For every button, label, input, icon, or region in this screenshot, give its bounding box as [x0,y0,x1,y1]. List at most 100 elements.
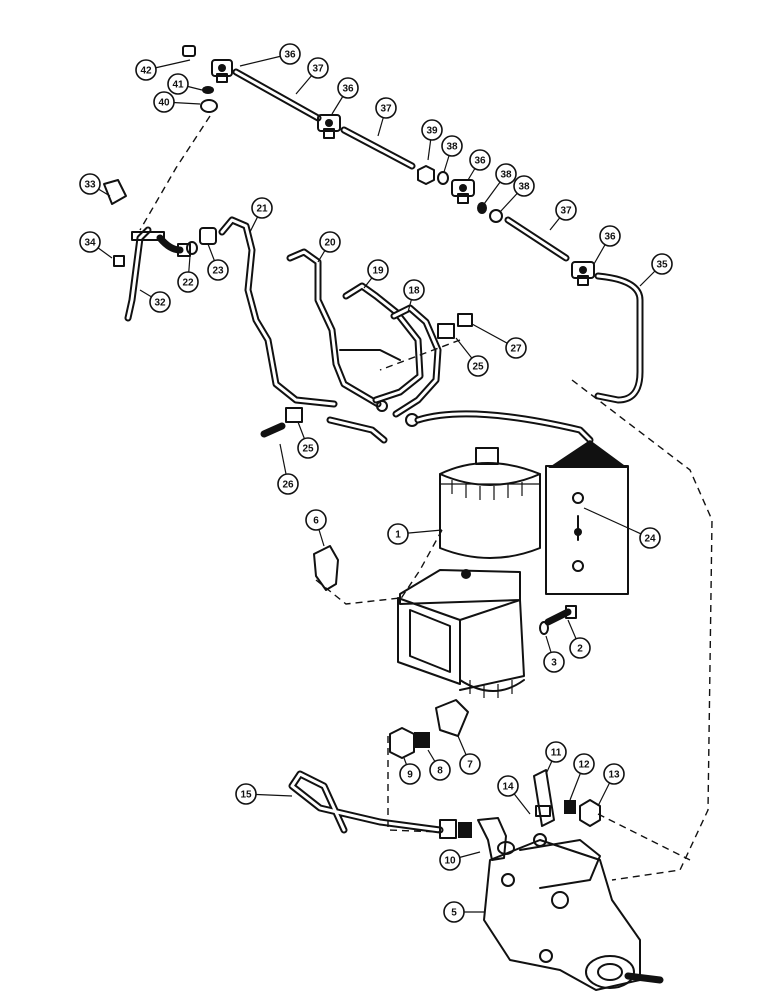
callout-number-18: 18 [408,286,420,297]
callout-circle [603,763,625,785]
callout-number-6: 6 [313,516,319,527]
clamp-27 [457,313,473,327]
callout-number-19: 19 [372,266,384,277]
callout-circle [279,43,301,65]
callout-number-1: 1 [395,530,401,541]
callout-number-36: 36 [604,232,616,243]
callout-circle [573,753,595,775]
callout-circle [297,437,319,459]
callout-number-7: 7 [467,760,473,771]
callout-circle [207,259,229,281]
nut-39 [417,165,435,185]
callout-number-25: 25 [472,362,484,373]
callout-circle [443,901,465,923]
washer-3 [539,621,549,635]
callout-circle [167,73,189,95]
return-tube-35 [594,272,644,404]
washer-22 [186,241,198,255]
callout-circle [639,527,661,549]
callout-circle [459,753,481,775]
clamp-25a [437,323,455,339]
callout-circle [277,473,299,495]
callout-number-35: 35 [656,260,668,271]
callout-number-20: 20 [324,238,336,249]
callout-circle [545,741,567,763]
callout-circle [307,57,329,79]
tee-11 [533,769,555,827]
inset-detail-box [545,440,629,595]
return-line-assembly [182,45,644,404]
callout-number-21: 21 [256,204,268,215]
callout-number-24: 24 [644,534,656,545]
callout-number-14: 14 [502,782,514,793]
callout-number-22: 22 [182,278,194,289]
callout-circle [235,783,257,805]
callout-number-38: 38 [500,170,512,181]
dashed-line-4 [571,379,713,881]
callout-number-33: 33 [84,180,96,191]
callout-circle [79,231,101,253]
callout-circle [513,175,535,197]
callout-number-11: 11 [551,748,562,759]
callout-number-36: 36 [342,84,354,95]
callout-number-3: 3 [551,658,557,669]
callout-number-26: 26 [282,480,294,491]
elbow-6 [313,545,339,591]
washer-41 [202,86,214,94]
callout-number-9: 9 [407,770,413,781]
callout-circle [505,337,527,359]
callout-circle [543,651,565,673]
callout-circle [177,271,199,293]
connector-23 [199,227,217,245]
sleeve-38a [437,171,449,185]
tee-fitting-36c [451,179,475,204]
filter-head [397,569,525,698]
callout-circle [135,59,157,81]
tee-fitting-36d [571,261,595,286]
callout-number-37: 37 [560,206,572,217]
elbow-7 [435,699,469,737]
nut-38c [489,209,503,223]
callout-circle [149,291,171,313]
callout-number-25: 25 [302,444,314,455]
nut-34 [113,255,125,267]
callout-circle [441,135,463,157]
nut-9 [389,727,415,759]
clamp-25b [285,407,303,423]
callout-circle [305,509,327,531]
callout-leader [583,507,651,539]
callout-number-10: 10 [444,856,456,867]
callout-circle [399,763,421,785]
callout-circle [375,97,397,119]
nut-40 [200,99,218,113]
callout-circle [421,119,443,141]
callout-circle [495,163,517,185]
tee-fitting-36a [211,59,233,83]
callout-circle [651,253,673,275]
callout-number-39: 39 [426,126,438,137]
callout-number-34: 34 [84,238,96,249]
callout-circle [319,231,341,253]
callout-number-15: 15 [240,790,252,801]
callout-group: 4236374140363739383638383736353334322223… [79,43,673,923]
callout-number-5: 5 [451,908,457,919]
dashed-line-7 [399,529,443,601]
injection-pump-5 [483,839,664,991]
callout-circle [367,259,389,281]
callout-number-40: 40 [158,98,170,109]
callout-circle [555,199,577,221]
injector-32 [103,179,191,322]
callout-circle [429,759,451,781]
callout-number-2: 2 [577,644,583,655]
callout-circle [337,77,359,99]
dashed-line-2 [379,339,461,371]
bolt-26 [260,422,286,438]
injection-pipes [218,216,442,444]
callout-circle [79,173,101,195]
dashed-line-6 [597,813,691,861]
callout-circle [569,637,591,659]
callout-number-12: 12 [578,760,590,771]
callout-circle [403,279,425,301]
